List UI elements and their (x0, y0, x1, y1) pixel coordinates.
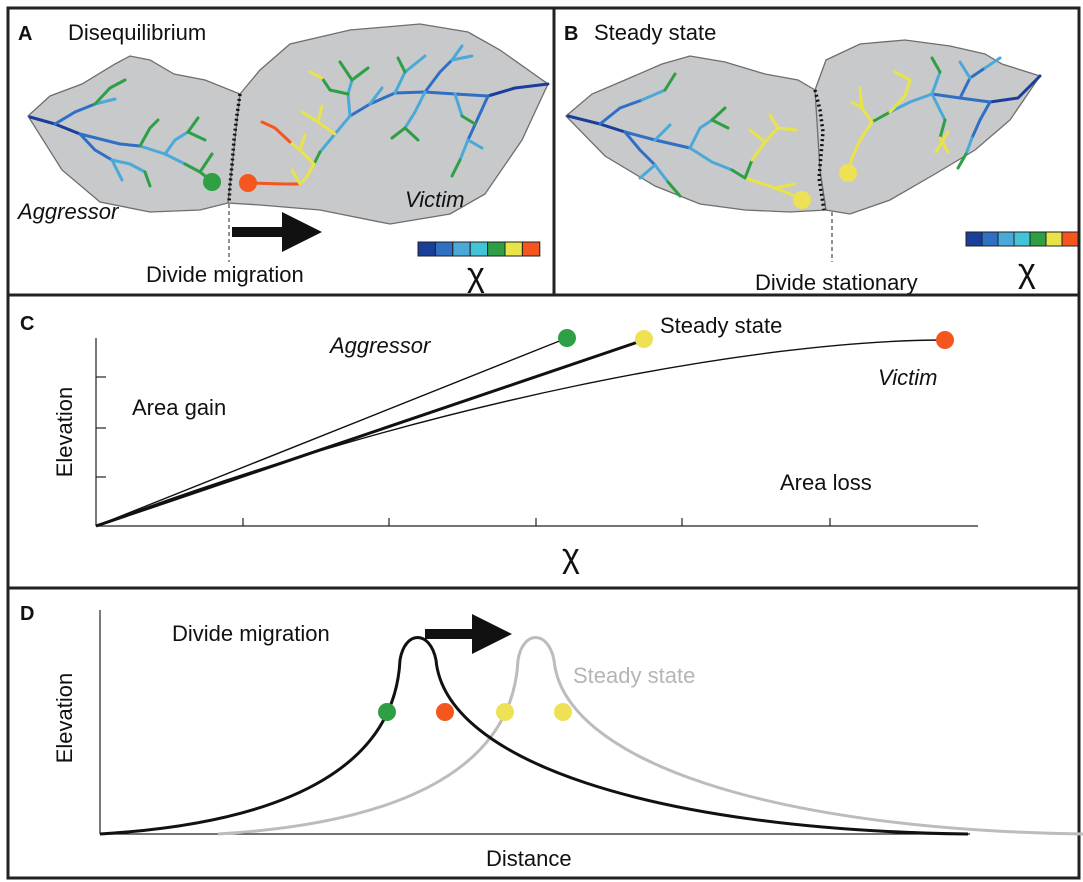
c-x-ticks (242, 518, 831, 526)
victim-profile-curve (95, 339, 946, 527)
panel-c-letter: C (20, 313, 34, 335)
left-steady-dot (793, 191, 811, 209)
right-steady-dot (839, 164, 857, 182)
chi-color-scale-b (965, 231, 1079, 247)
chi-symbol-a: χ (467, 256, 485, 294)
d-y-axis-label: Elevation (52, 673, 77, 764)
victim-river-network (248, 44, 550, 186)
c-victim-dot (936, 331, 954, 349)
panel-a-letter: A (18, 23, 32, 45)
aggressor-basin (27, 55, 241, 213)
d-x-axis-label: Distance (486, 846, 572, 871)
aggressor-divide-dot (203, 173, 221, 191)
victim-divide-dot (239, 174, 257, 192)
chi-color-scale-a (417, 241, 541, 257)
left-river-network-b (566, 72, 802, 200)
aggressor-profile-line (95, 337, 568, 527)
d-steady-dot-right (554, 703, 572, 721)
panel-c: C Elevation χ Aggressor Steady state Vic… (6, 293, 1081, 590)
aggressor-river-network (28, 78, 215, 188)
c-area-loss-label: Area loss (780, 470, 872, 495)
divide-migration-label: Divide migration (146, 262, 304, 287)
d-victim-dot (436, 703, 454, 721)
panel-b-title: Steady state (594, 20, 716, 45)
c-aggressor-label: Aggressor (328, 333, 432, 358)
panel-d-border (6, 586, 1081, 880)
c-aggressor-dot (558, 329, 576, 347)
c-area-gain-label: Area gain (132, 395, 226, 420)
c-steady-label: Steady state (660, 313, 782, 338)
d-aggressor-dot (378, 703, 396, 721)
d-steady-dot-left (496, 703, 514, 721)
panel-d: D Elevation Distance Divide migration St… (6, 586, 1083, 880)
aggressor-label: Aggressor (16, 199, 120, 224)
steady-profile-line (95, 338, 645, 528)
right-basin-b (814, 39, 1042, 215)
panel-a-title: Disequilibrium (68, 20, 206, 45)
c-y-axis-label: Elevation (52, 387, 77, 478)
divide-stationary-label: Divide stationary (755, 270, 918, 295)
panel-c-border (6, 293, 1081, 590)
panel-b-letter: B (564, 23, 578, 45)
c-x-axis-label: χ (562, 537, 580, 575)
c-steady-dot (635, 330, 653, 348)
panel-d-letter: D (20, 603, 34, 625)
steady-state-profile (217, 636, 1083, 836)
d-steady-label: Steady state (573, 663, 695, 688)
d-migration-label: Divide migration (172, 621, 330, 646)
panel-a: A Disequilibrium (6, 6, 556, 297)
c-y-ticks (96, 376, 106, 478)
chi-symbol-b: χ (1018, 252, 1036, 290)
victim-label: Victim (405, 187, 465, 212)
migrating-divide-profile (99, 636, 969, 836)
c-victim-label: Victim (878, 365, 938, 390)
panel-b: B Steady state (552, 6, 1081, 297)
victim-basin (227, 23, 549, 225)
